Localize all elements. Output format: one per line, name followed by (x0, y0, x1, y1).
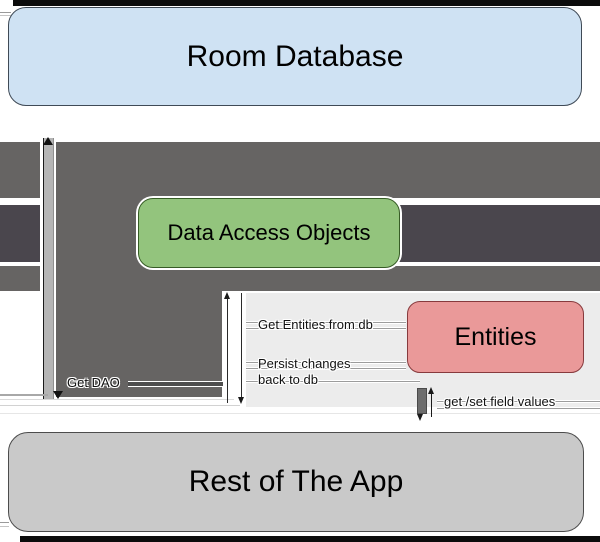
arrow-line-persist (246, 381, 420, 382)
faint-line (0, 394, 48, 396)
faint-line (0, 413, 600, 414)
arrowhead-up-icon (224, 292, 230, 299)
node-entities: Entities (407, 301, 584, 373)
edge-label-get-set-fields: get /set field values (444, 394, 556, 409)
arrow-line-get-set (437, 401, 600, 402)
node-rest-of-app-label: Rest of The App (188, 465, 404, 498)
arrow-line-persist (246, 368, 406, 369)
arrow-line-get-entities (246, 328, 406, 329)
node-dao-label: Data Access Objects (167, 220, 371, 245)
faint-line (0, 405, 240, 406)
arrow-line-get-dao (128, 382, 223, 386)
arrowhead-up-icon (428, 387, 434, 394)
edge-label-get-dao: Get DAO (67, 375, 120, 390)
edge-artifact (0, 15, 11, 16)
edge-label-persist-changes: Persist changes back to db (258, 356, 351, 387)
node-entities-label: Entities (454, 322, 537, 351)
arrowhead-down-icon (238, 397, 244, 404)
arrow-line-get-set (437, 408, 600, 409)
field-values-connector-line (431, 392, 432, 417)
faint-line (0, 399, 234, 400)
edge-artifact (0, 526, 9, 527)
node-rest-of-app: Rest of The App (8, 432, 584, 532)
top-border-bar (13, 0, 600, 6)
arrowhead-down-icon (53, 391, 63, 399)
edge-label-get-entities: Get Entities from db (258, 317, 373, 332)
edge-artifact (0, 522, 9, 523)
arrow-line-persist (246, 362, 406, 363)
edge-artifact (0, 12, 11, 13)
arrowhead-up-icon (43, 137, 53, 145)
get-dao-flow-column (56, 142, 222, 397)
arrow-line-get-entities (246, 322, 406, 323)
bottom-border-bar (20, 536, 600, 542)
arrowhead-down-icon (417, 414, 423, 421)
node-data-access-objects: Data Access Objects (138, 198, 400, 268)
field-values-connector-bar (417, 388, 427, 414)
arrow-line-up (227, 295, 228, 403)
arrow-line-down (241, 293, 242, 399)
node-room-database: Room Database (8, 7, 582, 106)
vertical-connector-stripe (43, 138, 54, 399)
node-room-database-label: Room Database (186, 39, 404, 73)
